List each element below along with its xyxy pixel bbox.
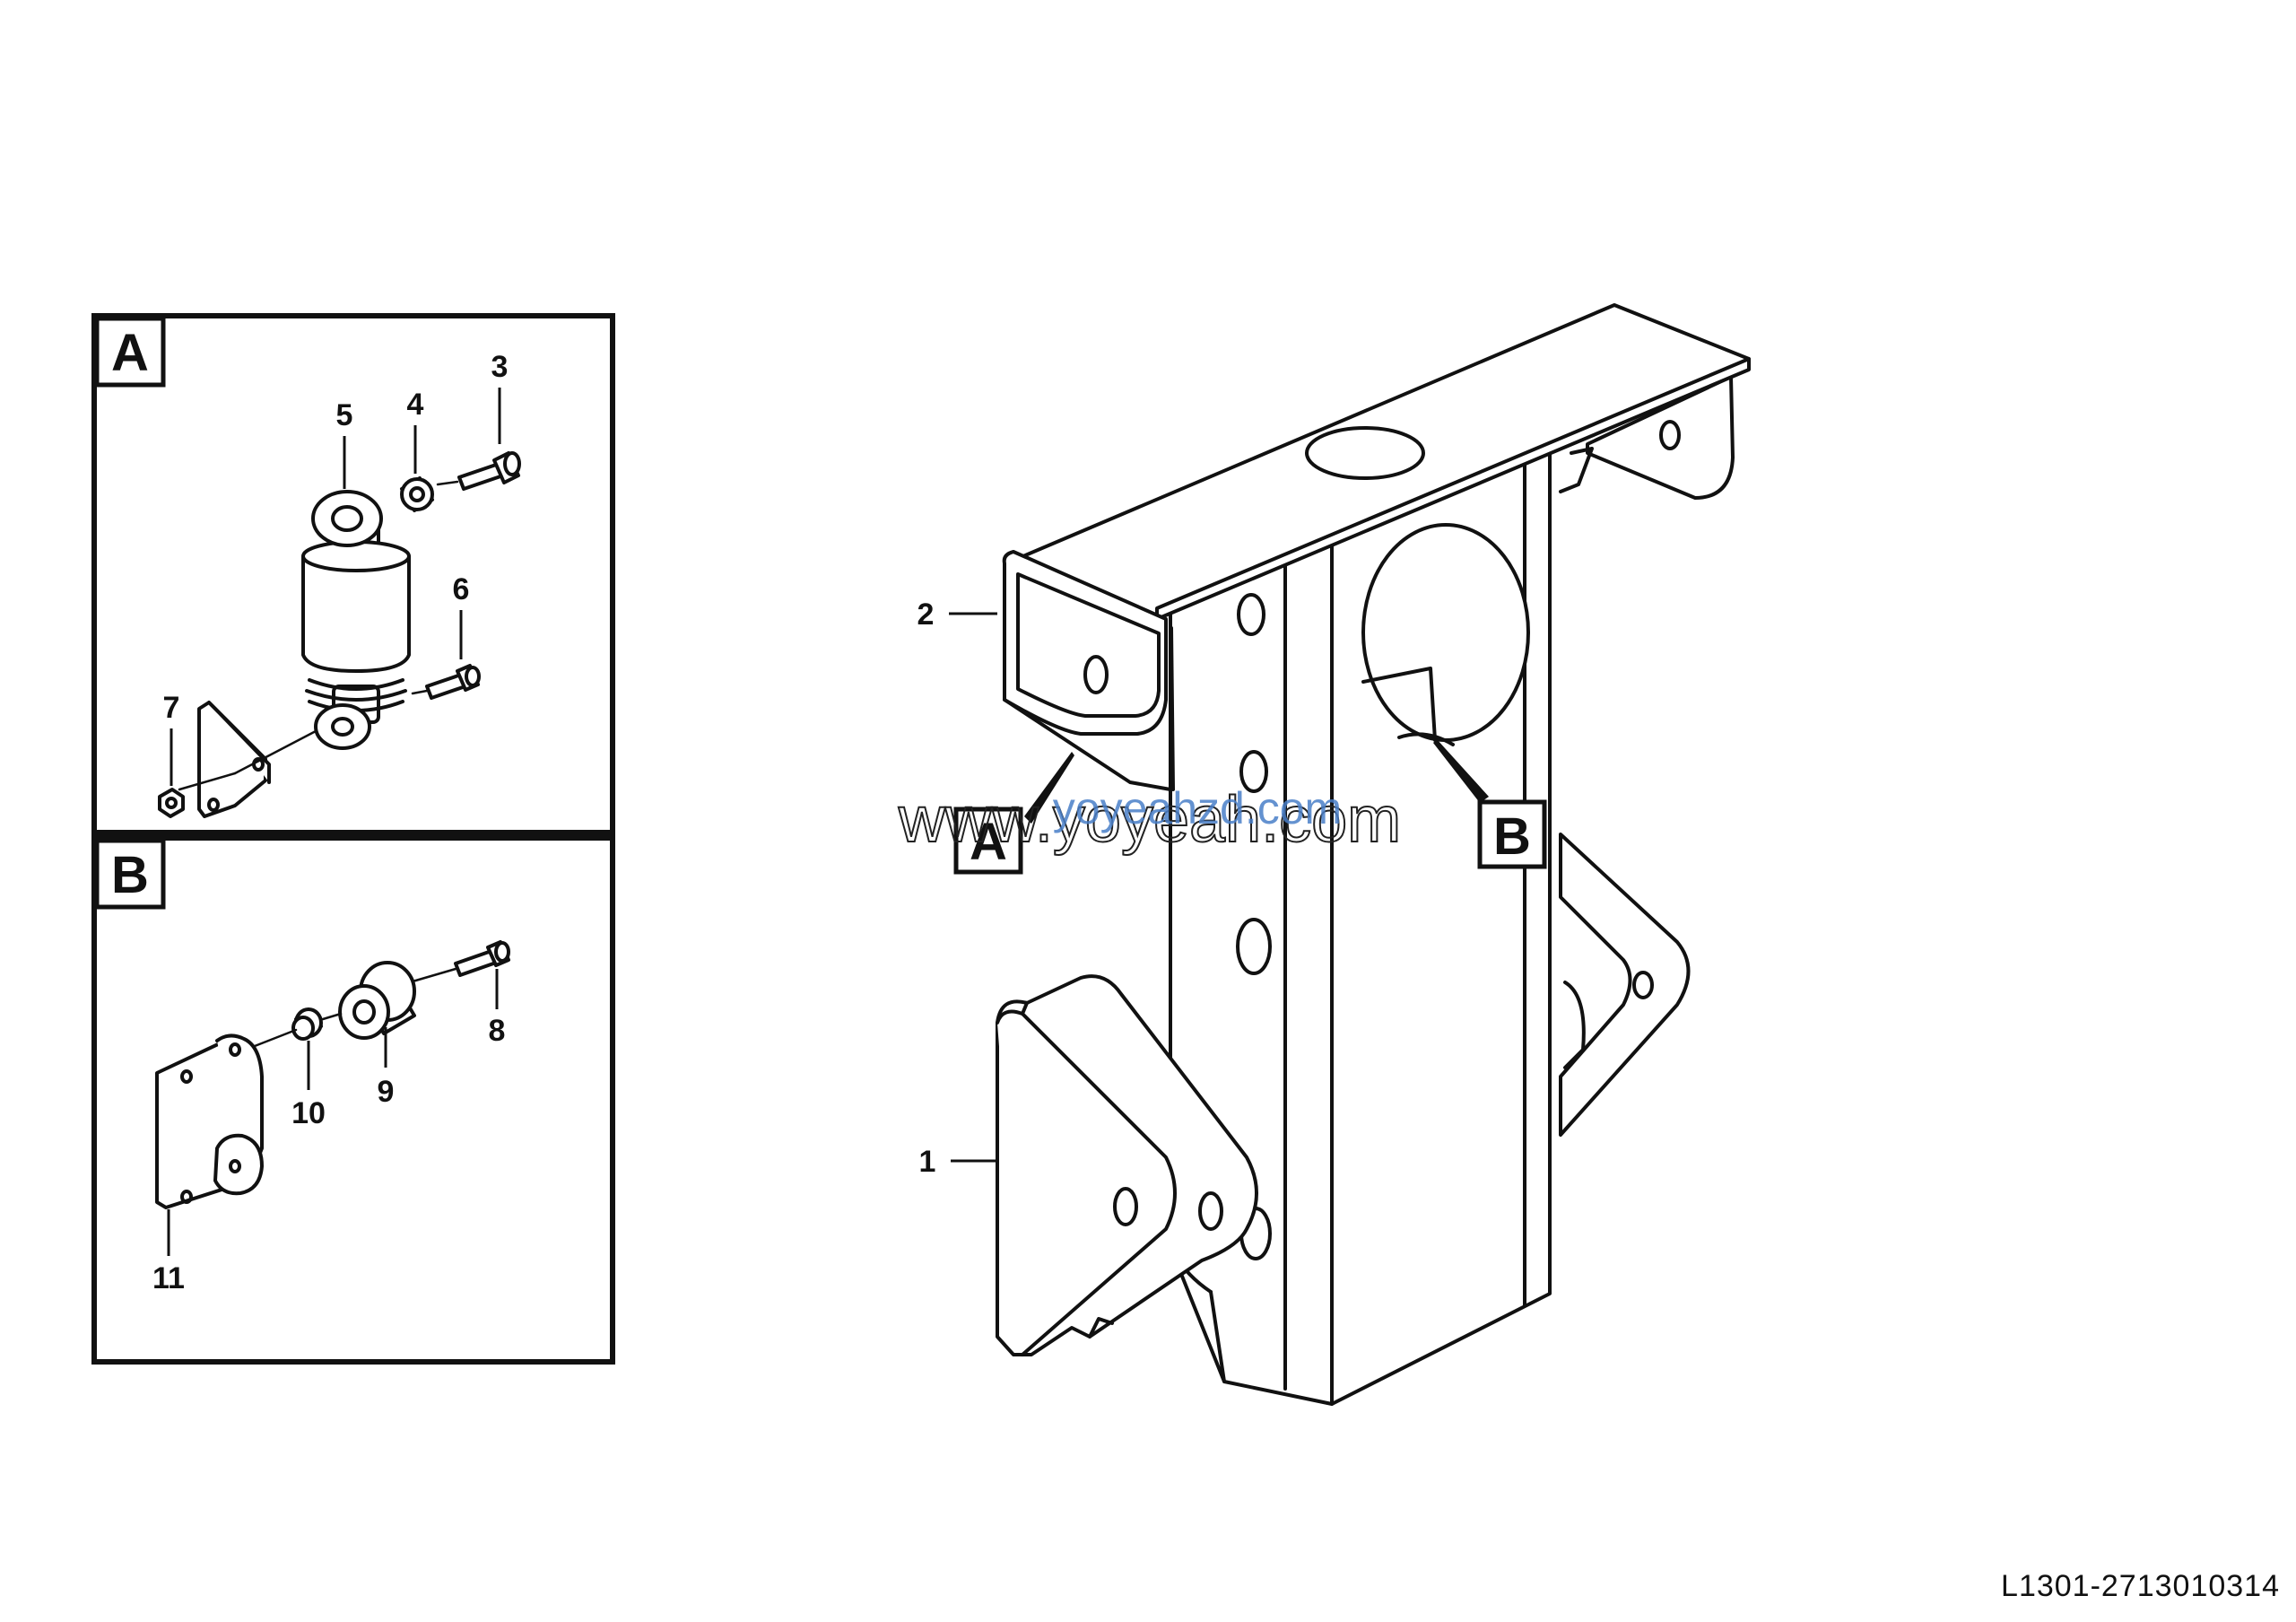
callout-4: 4 <box>407 388 424 422</box>
callout-3: 3 <box>491 350 509 384</box>
callout-10: 10 <box>291 1096 326 1130</box>
detail-a-leaders <box>170 388 501 786</box>
callout-2: 2 <box>918 597 935 632</box>
callout-7: 7 <box>163 691 180 725</box>
watermark: www.yoyeah.com yoyeahzd.com <box>897 783 1402 857</box>
upper-channel-bracket <box>1002 550 1175 791</box>
main-assembly: A B 2 1 <box>918 303 1751 1406</box>
bushing-4 <box>400 476 434 512</box>
bolt-8 <box>253 940 510 1048</box>
ref-tag-a: A <box>953 752 1074 875</box>
callout-1: 1 <box>919 1145 936 1179</box>
callout-11: 11 <box>152 1261 185 1295</box>
rear-bracket <box>1559 833 1691 1137</box>
callout-5: 5 <box>336 398 353 432</box>
bolt-6 <box>411 664 481 700</box>
detail-b-frame <box>91 835 615 1365</box>
detail-b-tag <box>94 838 166 910</box>
detail-b-label: B <box>111 846 149 904</box>
upper-right-gusset <box>1559 375 1735 500</box>
ref-tag-b-label: B <box>1493 807 1531 866</box>
detail-b-panel: B <box>91 835 615 1365</box>
bolt-3 <box>436 451 521 491</box>
lower-front-bracket <box>996 974 1258 1356</box>
spacer-10 <box>291 1007 323 1041</box>
callout-6: 6 <box>453 572 470 606</box>
callout-9: 9 <box>378 1075 395 1109</box>
drawing-code: L1301-2713010314 <box>2001 1569 2280 1603</box>
detail-a-label: A <box>111 324 149 382</box>
shock-absorber <box>301 490 411 750</box>
column-tube-hole <box>1361 523 1530 746</box>
ref-tag-b: B <box>1433 739 1547 869</box>
rubber-bushing-9 <box>338 961 416 1040</box>
detail-a-tag <box>94 316 166 388</box>
watermark-overlay: yoyeahzd.com <box>1053 783 1342 833</box>
detail-a-frame <box>91 313 615 835</box>
watermark-outline: www.yoyeah.com <box>898 784 1401 856</box>
ref-tag-a-label: A <box>970 813 1007 871</box>
detail-b-leaders <box>167 969 499 1256</box>
detail-a-panel: A <box>91 313 615 835</box>
mounting-plate-11 <box>155 1033 264 1209</box>
callout-8: 8 <box>489 1014 506 1048</box>
bracket-7 <box>158 701 317 818</box>
